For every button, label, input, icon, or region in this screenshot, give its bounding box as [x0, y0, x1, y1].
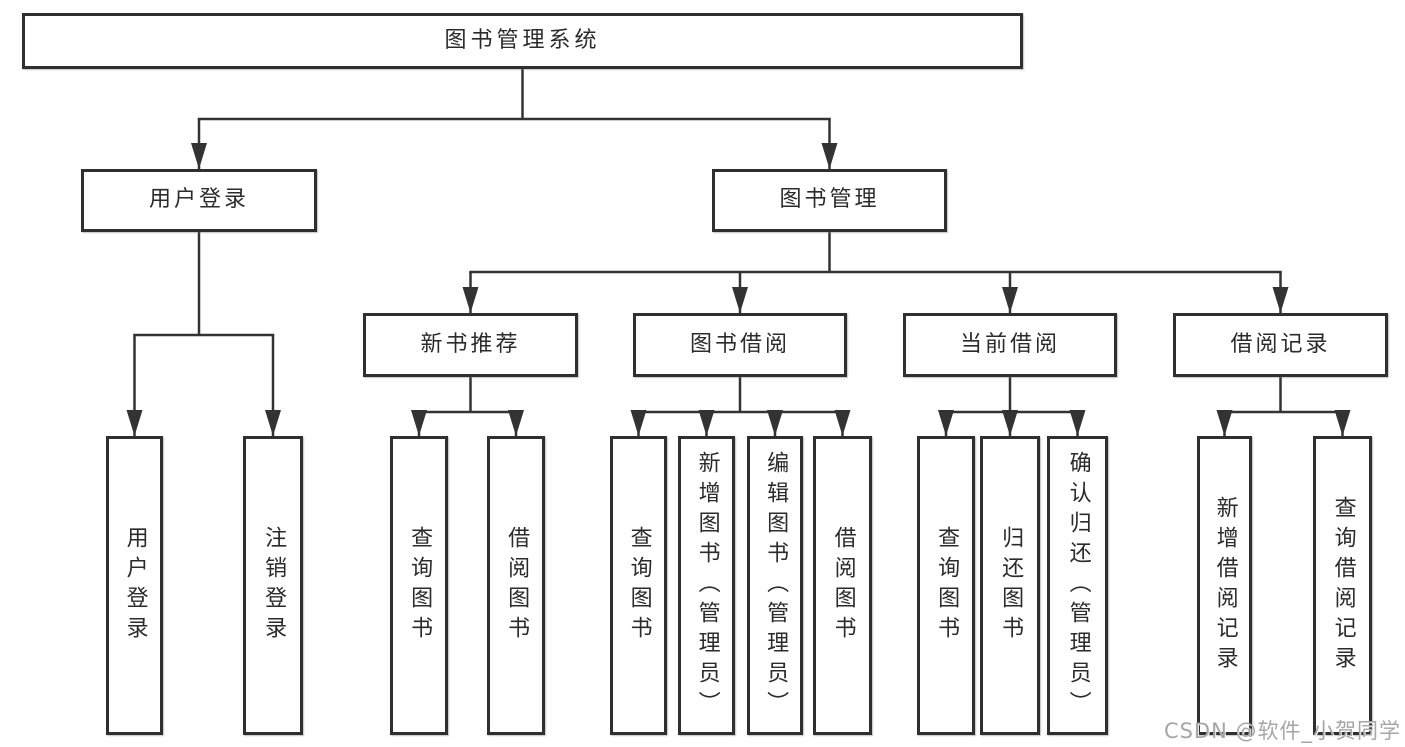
leaf-edit-books-admin: 编辑图书（管理员） — [747, 436, 803, 735]
leaf-user-login: 用户登录 — [106, 436, 163, 735]
arrowhead-leaf-borrow-1 — [508, 410, 524, 436]
arrowhead-leaf-borrow-2 — [834, 410, 851, 436]
arrowhead-leaf-edit-book — [767, 410, 783, 436]
leaf-add-books-admin: 新增图书（管理员） — [678, 436, 735, 735]
arrowhead-leaf-query-1 — [411, 410, 427, 436]
node-user-login-branch-label: 用户登录 — [148, 187, 249, 213]
leaf-borrow-books-1: 借阅图书 — [487, 436, 545, 735]
leaf-query-books-2: 查询图书 — [610, 436, 667, 735]
arrowhead-current-borrow — [1002, 287, 1018, 313]
leaf-user-login-label: 用户登录 — [122, 525, 148, 646]
node-new-book-recommend-label: 新书推荐 — [420, 331, 521, 357]
leaf-logout-label: 注销登录 — [261, 525, 287, 646]
leaf-confirm-return-admin: 确认归还（管理员） — [1047, 436, 1108, 735]
arrowhead-leaf-query-2 — [630, 410, 647, 436]
arrowhead-leaf-add-book — [698, 410, 715, 436]
leaf-add-books-admin-label: 新增图书（管理员） — [694, 450, 720, 721]
arrowhead-book-mgmt — [821, 143, 838, 169]
leaf-query-borrow-record: 查询借阅记录 — [1313, 436, 1372, 735]
arrowhead-leaf-logout — [265, 410, 281, 436]
node-current-borrowing: 当前借阅 — [903, 313, 1117, 377]
leaf-query-books-2-label: 查询图书 — [626, 525, 652, 646]
leaf-query-books-3: 查询图书 — [917, 436, 975, 735]
node-current-borrowing-label: 当前借阅 — [959, 331, 1060, 357]
arrowhead-user-login — [191, 143, 207, 169]
leaf-borrow-books-2-label: 借阅图书 — [830, 525, 856, 646]
node-book-borrowing: 图书借阅 — [633, 313, 847, 377]
node-user-login-branch: 用户登录 — [81, 169, 317, 232]
leaf-logout: 注销登录 — [243, 436, 303, 735]
node-borrowing-records-label: 借阅记录 — [1230, 331, 1331, 357]
leaf-borrow-books-2: 借阅图书 — [813, 436, 872, 735]
arrowhead-book-borrow — [732, 287, 748, 313]
node-book-management-branch: 图书管理 — [712, 169, 947, 232]
leaf-edit-books-admin-label: 编辑图书（管理员） — [763, 450, 789, 721]
arrowhead-leaf-query-3 — [938, 410, 954, 436]
leaf-add-borrow-record: 新增借阅记录 — [1197, 436, 1252, 735]
leaf-return-books: 归还图书 — [980, 436, 1040, 735]
leaf-query-books-1-label: 查询图书 — [407, 525, 433, 646]
node-book-management-branch-label: 图书管理 — [779, 187, 880, 213]
leaf-query-books-1: 查询图书 — [390, 436, 448, 735]
leaf-return-books-label: 归还图书 — [998, 525, 1024, 646]
leaf-query-borrow-record-label: 查询借阅记录 — [1330, 495, 1356, 676]
node-library-management-system: 图书管理系统 — [22, 13, 1023, 69]
arrowhead-borrow-records — [1272, 287, 1289, 313]
node-borrowing-records: 借阅记录 — [1173, 313, 1388, 377]
arrowhead-leaf-return — [1002, 410, 1018, 436]
node-new-book-recommend: 新书推荐 — [363, 313, 578, 377]
leaf-borrow-books-1-label: 借阅图书 — [504, 525, 530, 646]
arrowhead-leaf-add-record — [1216, 410, 1233, 436]
leaf-confirm-return-admin-label: 确认归还（管理员） — [1065, 450, 1091, 721]
leaf-query-books-3-label: 查询图书 — [934, 525, 960, 646]
arrowhead-leaf-login — [126, 410, 143, 436]
leaf-add-borrow-record-label: 新增借阅记录 — [1212, 495, 1238, 676]
arrowhead-new-book — [462, 287, 479, 313]
node-book-borrowing-label: 图书借阅 — [689, 331, 790, 357]
node-library-management-system-label: 图书管理系统 — [444, 27, 601, 53]
arrowhead-leaf-confirm — [1069, 410, 1086, 436]
arrowhead-leaf-query-record — [1334, 410, 1351, 436]
csdn-watermark: CSDN @软件_小贺同学 — [1163, 719, 1401, 743]
